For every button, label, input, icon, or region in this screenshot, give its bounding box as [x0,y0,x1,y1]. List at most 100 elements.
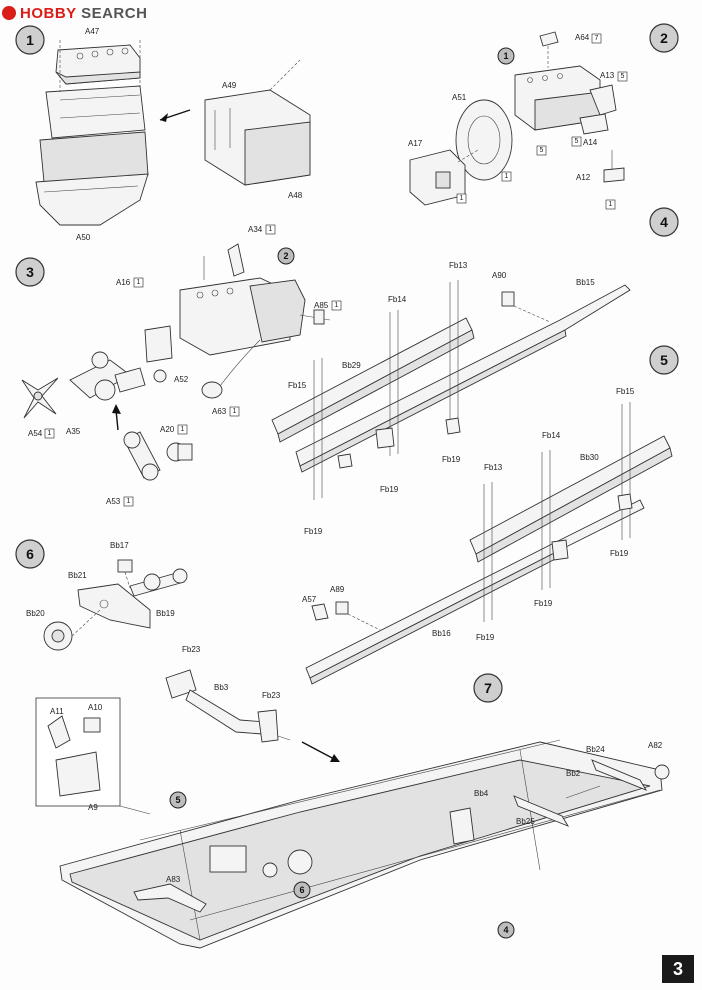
ref-step-2-marker [277,247,295,265]
cross-member-Bb30-part [469,435,673,563]
label-Bb3: Bb3 [214,683,229,692]
transmission-part [409,149,479,206]
bracket-Bb4-part [449,807,475,845]
exhaust-A12-part [603,150,625,183]
step-2-group: 2 1 [408,23,679,210]
step-6-marker [15,539,45,569]
step-7-group: 7 [35,645,670,949]
label-A12: A12 [576,173,591,182]
label-Fb13-step5: Fb13 [484,463,503,472]
step-5-group: 5 [302,345,679,685]
label-Bb19: Bb19 [156,609,175,618]
ref-step-5-marker [169,791,187,809]
step-1-number: 1 [26,32,34,48]
step-7-number: 7 [484,680,492,696]
step-1-marker [15,25,45,55]
label-Bb21: Bb21 [68,571,87,580]
box-A85: 1 [335,302,339,309]
ref-step-4-number: 4 [503,925,508,935]
label-Fb23-b: Fb23 [262,691,281,700]
belt-A53-part [123,431,161,481]
ref-step-4-marker [497,921,515,939]
label-Fb19-c: Fb19 [304,527,323,536]
label-Bb17: Bb17 [110,541,129,550]
label-A89: A89 [330,585,345,594]
box-A63: 1 [233,408,237,415]
label-A17: A17 [408,139,423,148]
logo-hobby-text: HOBBY [20,4,77,22]
front-axle-Bb3-part [165,669,291,743]
label-Bb4: Bb4 [474,789,489,798]
box-A17: 1 [460,195,464,202]
ref-step-6-number: 6 [299,885,304,895]
fan-A54-part [21,377,59,419]
step-4-group: 4 Fb13 A [271,207,679,536]
label-A85: A85 [314,301,329,310]
label-A14: A14 [583,138,598,147]
step-6-group: 6 Bb17 Bb21 Bb19 Bb20 [15,539,188,651]
bellhousing-part [204,59,311,186]
label-Fb23-a: Fb23 [182,645,201,654]
box-A20: 1 [181,426,185,433]
cross-member-A83-part [133,883,207,913]
axle-assembly-ref-part [262,849,313,878]
assembly-arrow-step-7 [301,741,337,761]
shaft-Bb19-part [129,568,188,597]
step-3-group: 3 2 [15,224,342,507]
label-A63: A63 [212,407,227,416]
brake-drum-Bb20-part [43,621,73,651]
bracket-A89-part [335,601,381,631]
label-Bb29: Bb29 [342,361,361,370]
label-A57: A57 [302,595,317,604]
bracket-A57-part [311,603,329,621]
label-Fb15-step5: Fb15 [616,387,635,396]
label-A49: A49 [222,81,237,90]
leaf-spring-Bb24-part [591,759,648,791]
box-A16: 1 [137,279,141,286]
cap-Bb17-part [117,559,133,589]
bracket-A64-part [539,31,559,68]
chassis-frame-part [59,739,663,949]
ref-step-1-marker [497,47,515,65]
ref-step-1-number: 1 [503,51,508,61]
step-7-marker [473,673,503,703]
label-A10: A10 [88,703,103,712]
step-5-marker [649,345,679,375]
label-A9: A9 [88,803,98,812]
label-Bb30: Bb30 [580,453,599,462]
engine-head-part [55,44,141,85]
label-Fb15-step4: Fb15 [288,381,307,390]
flywheel-cover-part [455,99,513,181]
label-A48: A48 [288,191,303,200]
label-Bb15: Bb15 [576,278,595,287]
label-Fb19-d: Fb19 [610,549,629,558]
step-2-marker [649,23,679,53]
label-Fb13-step4: Fb13 [449,261,468,270]
frame-rail-Bb15-part [295,284,631,473]
box-A54: 1 [48,430,52,437]
label-A47: A47 [85,27,100,36]
label-A20: A20 [160,425,175,434]
watermark-logo: HOBBY SEARCH [2,4,147,22]
label-Bb25: Bb25 [516,817,535,826]
label-A83: A83 [166,875,181,884]
u-bolts-step-5 [483,402,631,622]
ref-step-5-number: 5 [175,795,180,805]
fitting-A82-part [654,764,670,780]
step-4-number: 4 [660,214,668,230]
label-A11: A11 [50,707,64,716]
bracket-A90-part [501,291,551,323]
pulley-A20-part [166,442,193,462]
spring-hangers-step-4 [337,417,461,469]
step-2-number: 2 [660,30,668,46]
label-Fb19-f: Fb19 [476,633,495,642]
label-Bb20: Bb20 [26,609,45,618]
box-A14: 5 [575,138,579,145]
label-A35: A35 [66,427,81,436]
step-5-number: 5 [660,352,668,368]
axle-bracket-Bb21-part [77,583,151,629]
ref-step-2-number: 2 [283,251,288,261]
label-Bb2: Bb2 [566,769,581,778]
